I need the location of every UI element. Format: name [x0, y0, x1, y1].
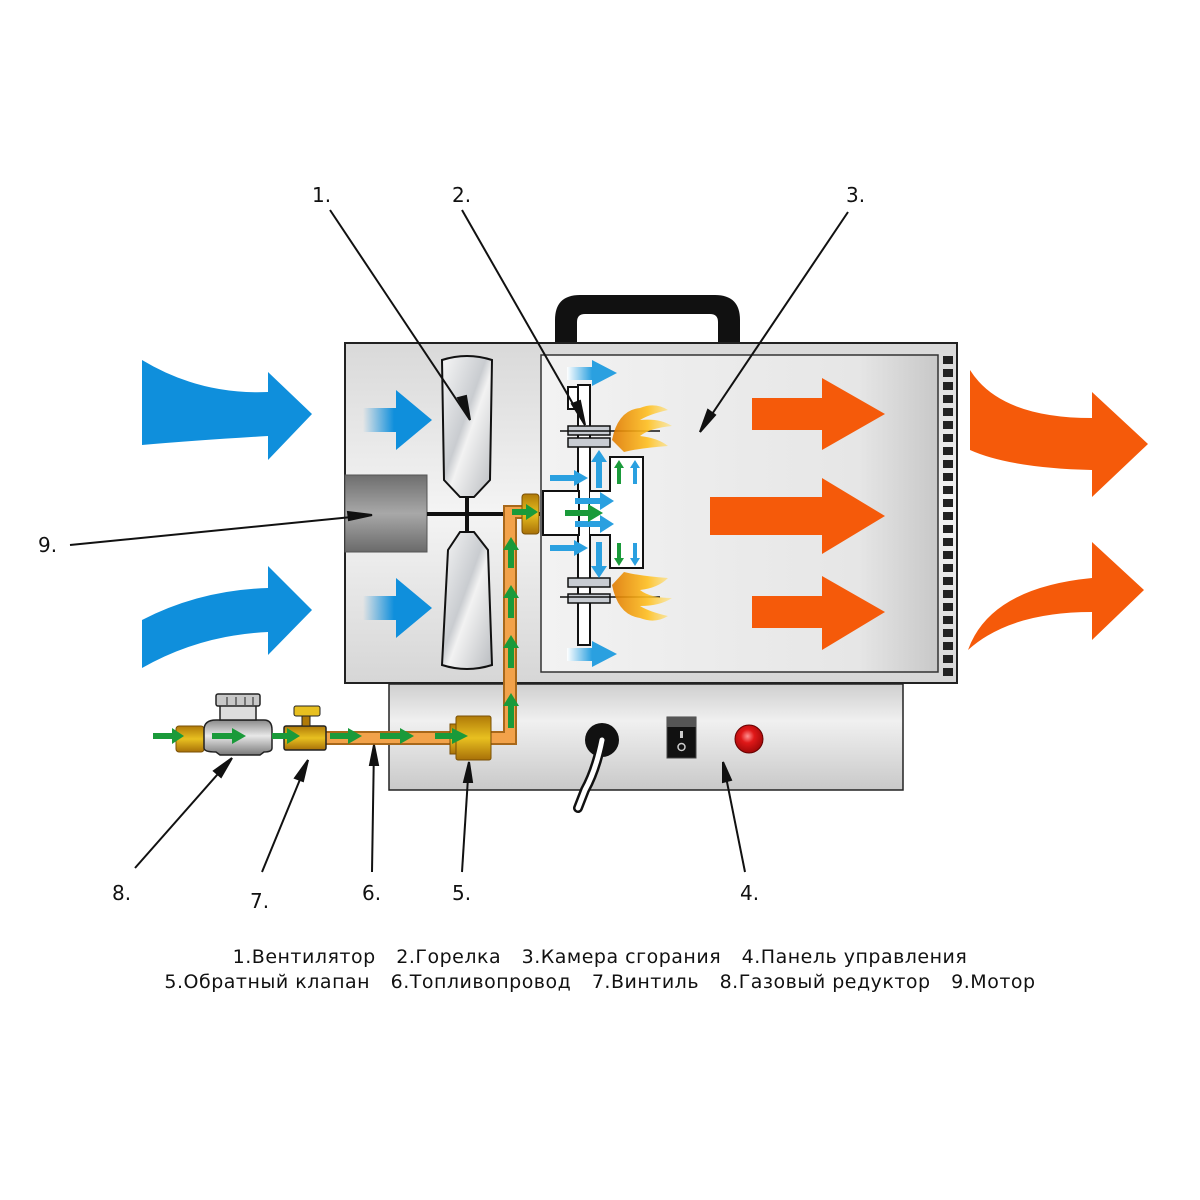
burner-air-arrows: [550, 360, 640, 667]
fan-air-arrow-top: [363, 390, 432, 450]
legend-item: 1.Вентилятор: [232, 946, 376, 968]
callout-7: 7.: [250, 889, 269, 913]
callout-3: 3.: [846, 183, 865, 207]
legend-item: 3.Камера сгорания: [521, 946, 722, 968]
grille-slot: [943, 642, 953, 650]
grille-slot: [943, 499, 953, 507]
grille-slot: [943, 590, 953, 598]
hot-air-arrow-lower: [752, 576, 885, 650]
flame-bottom: [612, 572, 672, 621]
cold-air-intake-arrow-bottom: [142, 566, 312, 668]
gas-flow-arrows: [153, 504, 538, 744]
hot-air-arrow-middle: [710, 478, 885, 554]
grille-slot: [943, 421, 953, 429]
hot-air-exhaust-arrow-top: [970, 370, 1148, 497]
grille-slot: [943, 551, 953, 559]
grille-slot: [943, 525, 953, 533]
grille-slot: [943, 512, 953, 520]
callout-2: 2.: [452, 183, 471, 207]
burner-gas-arrows: [565, 460, 624, 566]
indicator-lamp: [734, 724, 764, 754]
grille-slot: [943, 486, 953, 494]
legend-item: 2.Горелка: [396, 946, 502, 968]
callout-5: 5.: [452, 881, 471, 905]
leader-lines: [69, 209, 849, 873]
hot-air-exhaust-arrow-bottom: [968, 542, 1144, 650]
grille-slot: [943, 356, 953, 364]
grille-slot: [943, 538, 953, 546]
fan-blade-top: [440, 355, 494, 498]
grille-slot: [943, 603, 953, 611]
power-switch[interactable]: [666, 716, 697, 759]
callout-4: 4.: [740, 881, 759, 905]
grille-slot: [943, 395, 953, 403]
legend-item: 5.Обратный клапан: [164, 971, 371, 993]
grille-slot: [943, 434, 953, 442]
legend-line-2: 5.Обратный клапан 6.Топливопровод 7.Винт…: [0, 971, 1200, 993]
flame-top: [612, 405, 672, 452]
legend-line-1: 1.Вентилятор 2.Горелка 3.Камера сгорания…: [0, 946, 1200, 968]
callout-8: 8.: [112, 881, 131, 905]
legend-item: 9.Мотор: [951, 971, 1036, 993]
power-cord: [573, 723, 619, 813]
grille-slot: [943, 564, 953, 572]
grille-slot: [943, 616, 953, 624]
callout-1: 1.: [312, 183, 331, 207]
grille-slot: [943, 655, 953, 663]
grille-slot: [943, 473, 953, 481]
callout-9: 9.: [38, 533, 57, 557]
legend-item: 8.Газовый редуктор: [719, 971, 931, 993]
legend-item: 7.Винтиль: [591, 971, 700, 993]
grille-slot: [943, 382, 953, 390]
hot-air-arrow-upper: [752, 378, 885, 450]
gas-regulator: [175, 693, 273, 756]
grille-slot: [943, 629, 953, 637]
grille-slot: [943, 447, 953, 455]
cold-air-intake-arrow-top: [142, 360, 312, 460]
grille-slot: [943, 369, 953, 377]
carry-handle: [555, 295, 740, 345]
callout-6: 6.: [362, 881, 381, 905]
grille-slot: [943, 460, 953, 468]
fan-air-arrow-bottom: [363, 578, 432, 638]
grille-slot: [943, 577, 953, 585]
outlet-grille: [943, 356, 953, 676]
shutoff-valve[interactable]: [283, 705, 327, 751]
legend-item: 6.Топливопровод: [390, 971, 572, 993]
grille-slot: [943, 408, 953, 416]
grille-slot: [943, 668, 953, 676]
fan-blade-bottom: [440, 531, 494, 670]
legend-item: 4.Панель управления: [741, 946, 968, 968]
